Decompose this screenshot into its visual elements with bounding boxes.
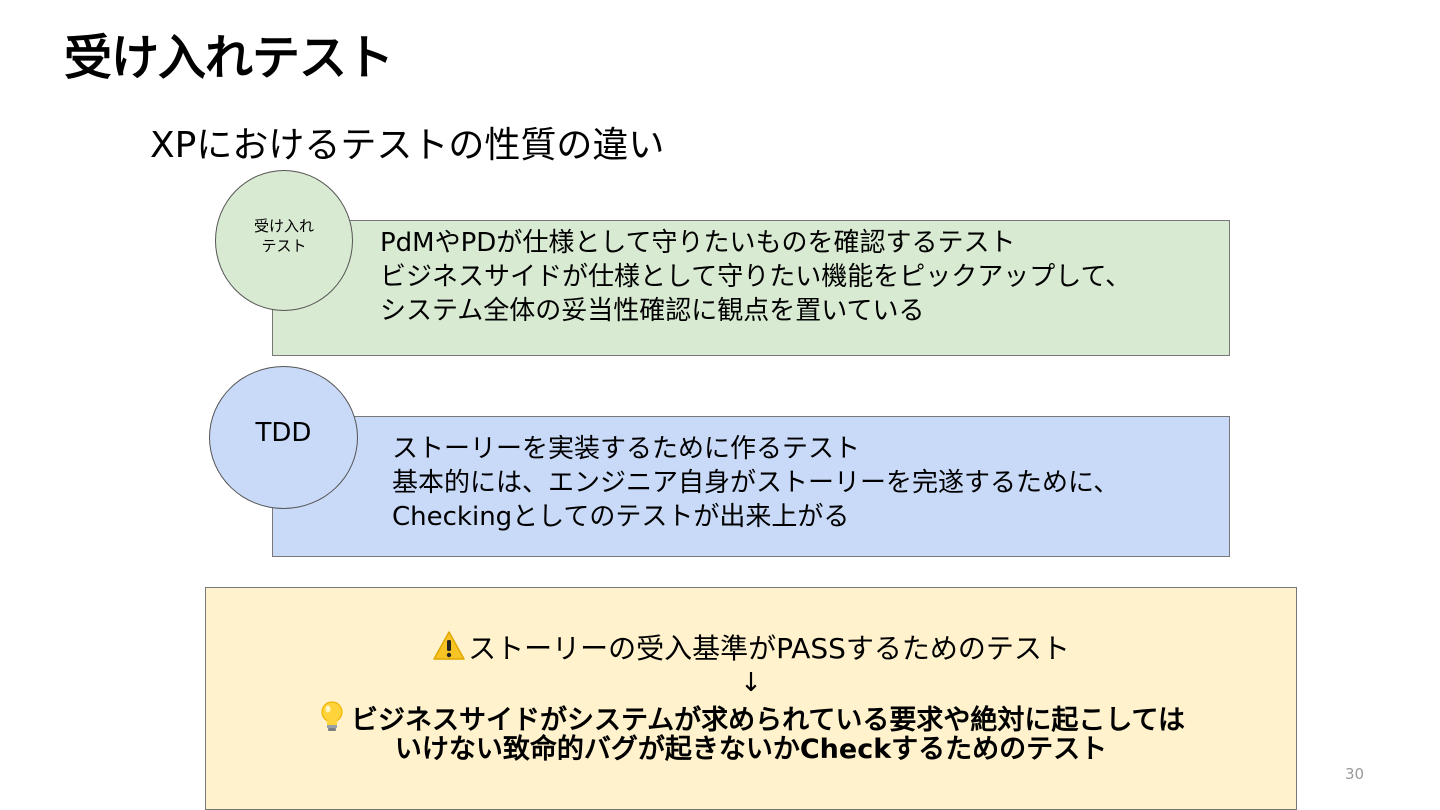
acceptance-line-3: システム全体の妥当性確認に観点を置いている bbox=[380, 296, 925, 326]
summary-line-3: いけない致命的バグが起きないかCheckするためのテスト bbox=[394, 734, 1108, 765]
tdd-line-3: Checkingとしてのテストが出来上がる bbox=[392, 502, 850, 532]
tdd-line-1: ストーリーを実装するために作るテスト bbox=[392, 434, 861, 464]
tdd-line-2: 基本的には、エンジニア自身がストーリーを完遂するために、 bbox=[392, 468, 1120, 498]
page-number: 30 bbox=[1345, 765, 1365, 783]
summary-box bbox=[205, 587, 1297, 810]
tdd-box bbox=[272, 416, 1230, 557]
summary-arrow: ↓ bbox=[740, 668, 762, 698]
warning-icon bbox=[433, 631, 465, 660]
tdd-description: ストーリーを実装するために作るテスト 基本的には、エンジニア自身がストーリーを完… bbox=[392, 432, 1119, 534]
summary-line-1: ストーリーの受入基準がPASSするためのテスト bbox=[468, 632, 1070, 665]
acceptance-line-2: ビジネスサイドが仕様として守りたい機能をピックアップして、 bbox=[380, 262, 1132, 292]
slide-title: 受け入れテスト bbox=[64, 30, 394, 86]
summary-line-2-row: ビジネスサイドがシステムが求められている要求や絶対に起こしては bbox=[205, 700, 1297, 737]
summary-line-1-row: ストーリーの受入基準がPASSするためのテスト bbox=[205, 630, 1297, 668]
lightbulb-icon bbox=[321, 701, 343, 731]
tdd-circle: TDD bbox=[209, 366, 358, 509]
acceptance-circle-label-2: テスト bbox=[261, 236, 307, 255]
acceptance-test-box bbox=[272, 220, 1230, 356]
slide-subtitle: XPにおけるテストの性質の違い bbox=[150, 125, 665, 166]
acceptance-circle-label-1: 受け入れ bbox=[253, 216, 314, 235]
acceptance-line-1: PdMやPDが仕様として守りたいものを確認するテスト bbox=[380, 228, 1016, 258]
acceptance-test-description: PdMやPDが仕様として守りたいものを確認するテスト ビジネスサイドが仕様として… bbox=[380, 226, 1131, 328]
acceptance-test-circle: 受け入れ テスト bbox=[215, 170, 353, 311]
tdd-circle-label: TDD bbox=[255, 417, 312, 448]
summary-line-2: ビジネスサイドがシステムが求められている要求や絶対に起こしては bbox=[350, 705, 1186, 736]
